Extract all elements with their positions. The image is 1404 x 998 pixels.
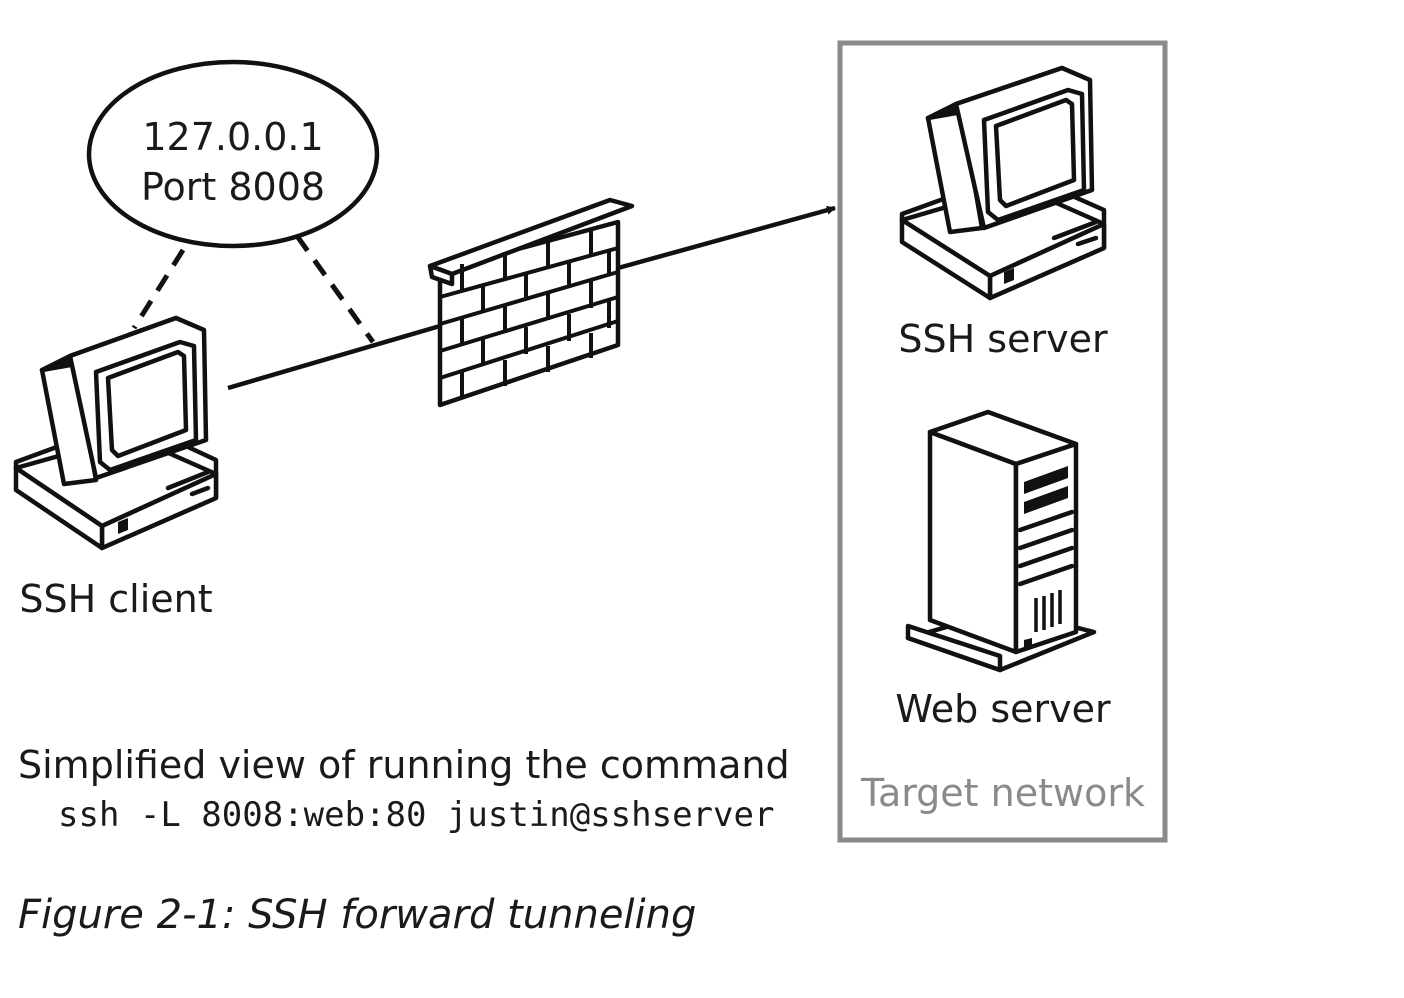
command-text: ssh -L 8008:web:80 justin@sshserver	[58, 795, 774, 835]
figure-caption: Figure 2-1: SSH forward tunneling	[18, 892, 696, 938]
bubble-ip: 127.0.0.1	[142, 115, 323, 159]
target-network-box	[837, 40, 1168, 843]
dashed-connector-right	[294, 234, 376, 344]
address-bubble	[86, 59, 380, 249]
tunnel-line-client-side	[227, 323, 441, 391]
ssh-server-computer-icon	[899, 65, 1107, 301]
ssh-client-computer-icon	[13, 315, 219, 551]
description-text: Simplified view of running the command	[18, 743, 790, 787]
target-network-label: Target network	[860, 771, 1145, 815]
firewall-icon	[427, 197, 635, 408]
bubble-port: Port 8008	[141, 165, 325, 209]
web-server-label: Web server	[895, 687, 1111, 731]
ssh-server-label: SSH server	[898, 317, 1108, 361]
dashed-connector-left	[131, 248, 186, 330]
ssh-client-label: SSH client	[19, 577, 212, 621]
web-server-tower-icon	[905, 409, 1097, 673]
tunnel-arrow	[617, 205, 836, 271]
